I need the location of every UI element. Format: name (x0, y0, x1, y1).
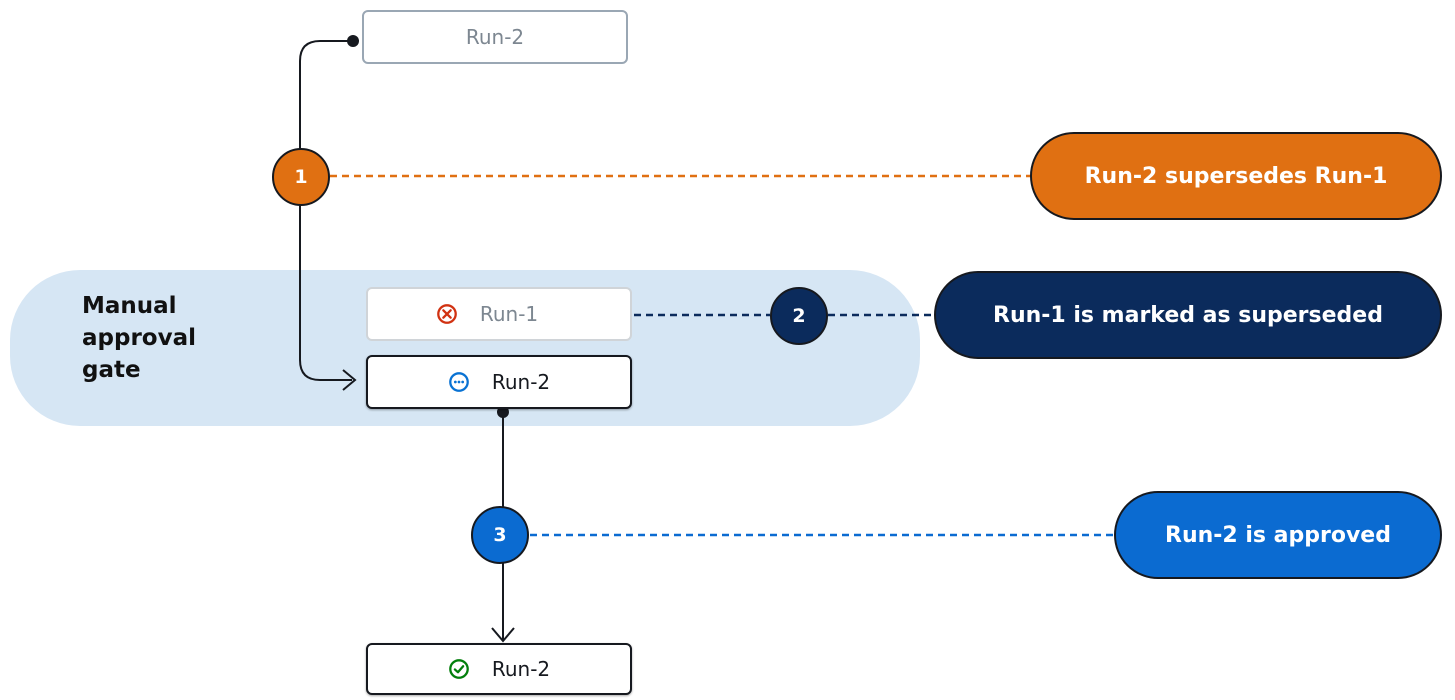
run2-entry-connector (299, 40, 353, 381)
run2-pending-connector-dot (497, 406, 509, 418)
gate-label-line-2: approval (82, 325, 196, 351)
step-2-number: 2 (792, 305, 806, 327)
ellipsis-circle-icon (448, 372, 469, 392)
manual-approval-gate-label: Manual approval gate (82, 290, 282, 386)
step-1-callout: Run-2 supersedes Run-1 (1030, 132, 1442, 220)
step-2-callout-text: Run-1 is marked as superseded (993, 302, 1383, 328)
run-1-superseded-label: Run-1 (479, 302, 539, 326)
run-2-source-box: Run-2 (362, 10, 628, 64)
run-1-superseded-box: Run-1 (366, 287, 632, 341)
step-2-badge: 2 (770, 287, 828, 345)
run2-entry-arrowhead (342, 369, 357, 391)
run-2-pending-label: Run-2 (491, 370, 551, 394)
step-1-badge: 1 (272, 148, 330, 206)
approval-arrowhead (491, 627, 515, 643)
run-2-approved-label: Run-2 (491, 657, 551, 681)
step-3-callout-text: Run-2 is approved (1165, 522, 1391, 548)
gate-label-line-1: Manual (82, 293, 177, 319)
gate-label-line-3: gate (82, 357, 141, 383)
check-circle-icon (448, 659, 469, 679)
step-3-badge: 3 (471, 506, 529, 564)
step-3-number: 3 (493, 524, 507, 546)
run-2-pending-box: Run-2 (366, 355, 632, 409)
x-circle-icon (436, 304, 457, 324)
step-3-callout: Run-2 is approved (1114, 491, 1442, 579)
step-1-number: 1 (294, 166, 308, 188)
run-2-source-label: Run-2 (465, 25, 525, 49)
step-2-callout: Run-1 is marked as superseded (934, 271, 1442, 359)
run-2-approved-box: Run-2 (366, 643, 632, 695)
step-1-callout-text: Run-2 supersedes Run-1 (1084, 163, 1388, 189)
run2-top-connector-dot (347, 35, 359, 47)
